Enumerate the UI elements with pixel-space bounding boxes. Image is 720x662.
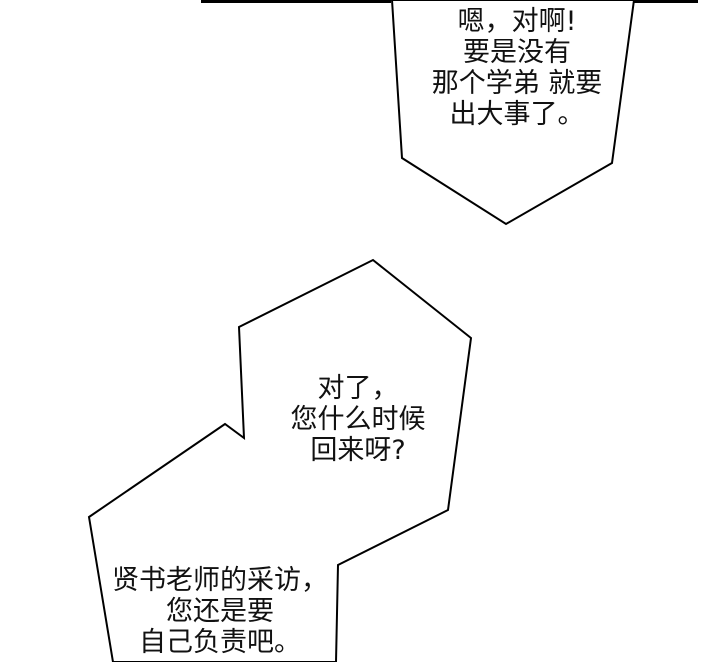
- bubble-1-line-1: 嗯，对啊!: [457, 6, 577, 37]
- bubble-1-line-4: 出大事了。: [449, 99, 585, 130]
- bubble-1-line-3: 那个学弟 就要: [431, 68, 603, 99]
- bubble-3-text: 贤书老师的采访， 您还是要 自己负责吧。: [100, 565, 340, 658]
- speech-bubble-2: [87, 258, 473, 662]
- speech-bubble-1: [390, 0, 636, 226]
- panel-border-top-right: [634, 0, 698, 3]
- bubble-2-text: 对了， 您什么时候 回来呀?: [250, 373, 466, 466]
- bubble-2-line-3: 回来呀?: [310, 435, 406, 466]
- bubble-3-line-1: 贤书老师的采访，: [112, 565, 328, 596]
- bubble-3-line-2: 您还是要: [166, 596, 274, 627]
- bubble-1-text: 嗯，对啊! 要是没有 那个学弟 就要 出大事了。: [400, 6, 634, 130]
- bubble-3-line-3: 自己负责吧。: [139, 627, 301, 658]
- panel-border-top-left: [201, 0, 391, 3]
- bubble-1-line-2: 要是没有: [463, 37, 571, 68]
- bubble-2-line-2: 您什么时候: [290, 404, 426, 435]
- bubble-2-line-1: 对了，: [317, 373, 399, 404]
